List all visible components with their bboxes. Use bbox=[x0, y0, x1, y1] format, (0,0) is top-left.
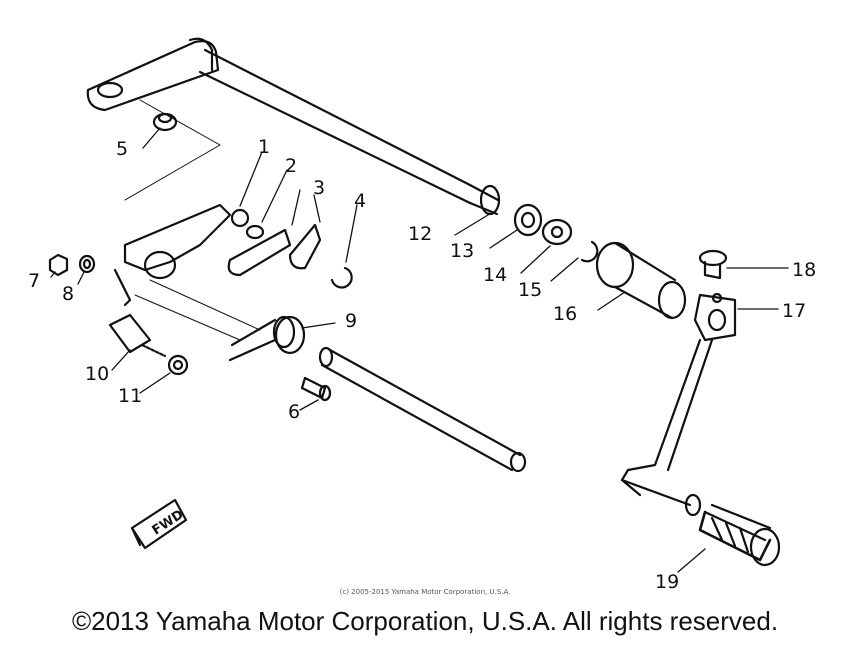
callout-numbers: 1 2 3 4 5 6 7 8 9 10 11 12 13 14 15 16 1… bbox=[28, 136, 816, 593]
callout-19: 19 bbox=[655, 571, 679, 593]
part-10-bolt bbox=[108, 313, 167, 358]
callout-17: 17 bbox=[782, 300, 806, 322]
small-copyright-text: (c) 2005-2015 Yamaha Motor Corporation, … bbox=[339, 588, 511, 596]
part-9-return-spring bbox=[134, 279, 306, 362]
part-8-washer bbox=[78, 254, 96, 274]
part-shift-lever bbox=[113, 203, 265, 307]
part-15-clip bbox=[580, 240, 599, 263]
fwd-arrow-icon bbox=[130, 498, 188, 550]
part-6-pin bbox=[300, 376, 332, 402]
callout-3: 3 bbox=[313, 177, 325, 199]
callout-8: 8 bbox=[62, 283, 74, 305]
part-19-pedal-rubber bbox=[684, 493, 781, 567]
callout-12: 12 bbox=[408, 223, 432, 245]
part-3-pawls bbox=[227, 223, 322, 277]
callout-4: 4 bbox=[354, 190, 366, 212]
callout-14: 14 bbox=[483, 264, 507, 286]
copyright-notice: ©2013 Yamaha Motor Corporation, U.S.A. A… bbox=[71, 606, 779, 636]
part-11-nut bbox=[167, 354, 189, 376]
callout-1: 1 bbox=[258, 136, 270, 158]
part-4-clip bbox=[330, 266, 353, 289]
part-14-washer bbox=[541, 218, 573, 246]
part-16-bushing bbox=[595, 241, 687, 320]
callout-9: 9 bbox=[345, 310, 357, 332]
callout-10: 10 bbox=[85, 363, 109, 385]
callout-2: 2 bbox=[285, 155, 297, 177]
callout-11: 11 bbox=[118, 385, 142, 407]
callout-16: 16 bbox=[553, 303, 577, 325]
callout-15: 15 bbox=[518, 279, 542, 301]
part-7-nut bbox=[48, 253, 69, 277]
callout-13: 13 bbox=[450, 240, 474, 262]
part-13-oil-seal bbox=[513, 203, 543, 237]
callout-leader-lines bbox=[50, 127, 789, 573]
callout-6: 6 bbox=[288, 401, 300, 423]
shift-shaft-exploded-diagram: FWD 1 2 3 4 5 6 7 8 9 10 11 12 13 14 15 … bbox=[28, 37, 816, 593]
part-18-bolt bbox=[698, 249, 728, 280]
part-17-pedal-arm bbox=[620, 292, 737, 507]
part-5-collar bbox=[124, 99, 221, 201]
part-12-shift-shaft bbox=[86, 37, 501, 216]
callout-7: 7 bbox=[28, 270, 40, 292]
part-lower-shift-shaft bbox=[318, 346, 527, 473]
callout-5: 5 bbox=[116, 138, 128, 160]
callout-18: 18 bbox=[792, 259, 816, 281]
